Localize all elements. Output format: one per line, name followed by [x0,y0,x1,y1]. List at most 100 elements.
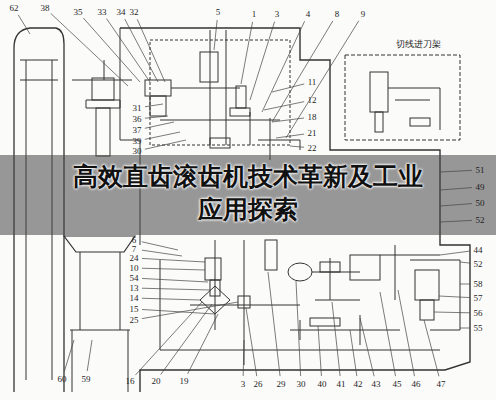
leader-line [276,134,304,138]
callout-number: 1 [252,10,257,19]
callout-number: 19 [180,377,189,386]
leader-line [440,251,470,255]
leader-line [460,262,470,263]
callout-number: 37 [133,126,142,135]
callout-number: 40 [318,380,327,389]
leader-line [142,268,205,270]
callout-number: 8 [335,10,340,19]
leader-line [161,304,212,375]
callout-number: 33 [98,8,107,17]
leader-line [272,118,304,122]
callout-number: 41 [337,380,346,389]
leader-line [145,116,168,118]
callout-number: 11 [308,78,317,87]
leader-line [241,22,253,84]
leader-line [360,318,374,376]
callout-number: 39 [133,137,142,146]
leader-line [142,242,178,250]
callout-number: 34 [117,8,126,17]
callout-number: 3 [275,10,280,19]
leader-line [332,302,340,376]
callout-number: 35 [74,8,83,17]
leader-line [460,284,470,285]
callout-number: 32 [130,8,139,17]
leader-line [424,320,439,376]
leader-line [83,18,140,82]
callout-number: 42 [354,380,363,389]
callout-number: 58 [474,280,483,289]
leader-line [250,22,275,100]
callout-number: 16 [126,377,135,386]
callout-number: 59 [82,375,91,384]
callout-number: 10 [130,264,139,273]
callout-number: 47 [437,380,446,389]
leader-line [142,278,208,282]
leader-line [18,15,30,34]
callout-number: 60 [58,375,67,384]
callout-number: 7 [132,245,137,254]
leader-line [272,84,304,92]
leader-line [142,309,215,314]
leader-line [142,250,182,256]
leader-line [142,258,205,262]
callout-number: 9 [361,10,366,19]
callout-number: 30 [297,380,306,389]
title-band: 高效直齿滚齿机技术革新及工业应用探索 [0,155,496,235]
leader-line [142,288,210,290]
leader-line [145,140,186,149]
callout-number: 3 [241,380,246,389]
banner-heading: 高效直齿滚齿机技术革新及工业应用探索 [72,161,424,226]
leader-line [380,292,396,376]
leader-line [87,340,92,371]
callout-number: 55 [474,324,483,333]
callout-number: 25 [130,316,139,325]
callout-number: 44 [474,246,483,255]
callout-number: 4 [306,10,311,19]
leader-line [145,122,174,128]
leader-line [246,308,257,376]
leader-line [286,21,359,138]
leader-line [51,13,128,86]
callout-number: 45 [393,380,402,389]
leader-line [272,21,333,122]
leader-line [460,328,470,329]
callout-number: 24 [130,254,139,263]
leader-line [290,146,304,147]
callout-number: 52 [474,260,483,269]
callout-number: 22 [308,144,317,153]
leader-line [107,19,150,82]
callout-number: 51 [476,166,485,175]
leader-line [142,298,200,300]
callout-number: 29 [277,380,286,389]
leader-line [268,272,280,376]
leader-line [145,104,163,107]
leader-line [296,281,301,376]
callout-number: 50 [476,199,485,208]
callout-number: 18 [308,113,317,122]
callout-number: 49 [476,183,485,192]
part-caption: 切线进刀架 [396,40,441,49]
leader-line [137,19,165,82]
callout-number: 30 [133,147,142,156]
callout-number: 21 [308,129,317,138]
callout-number: 5 [216,8,221,17]
leader-line [350,330,357,376]
callout-number: 12 [308,96,317,105]
callout-number: 54 [130,274,139,283]
callout-number: 31 [133,104,142,113]
leader-line [142,302,238,319]
leader-line [243,340,245,376]
callout-number: 15 [130,305,139,314]
leader-line [434,312,470,314]
callout-number: 36 [133,115,142,124]
callout-number: 13 [130,284,139,293]
leader-line [398,290,414,376]
leader-line [262,21,305,112]
callout-number: 26 [254,380,263,389]
leader-line [145,132,180,139]
callout-number: 6 [132,236,137,245]
leader-line [318,326,321,376]
leader-line [188,314,218,374]
leader-line [64,340,74,371]
